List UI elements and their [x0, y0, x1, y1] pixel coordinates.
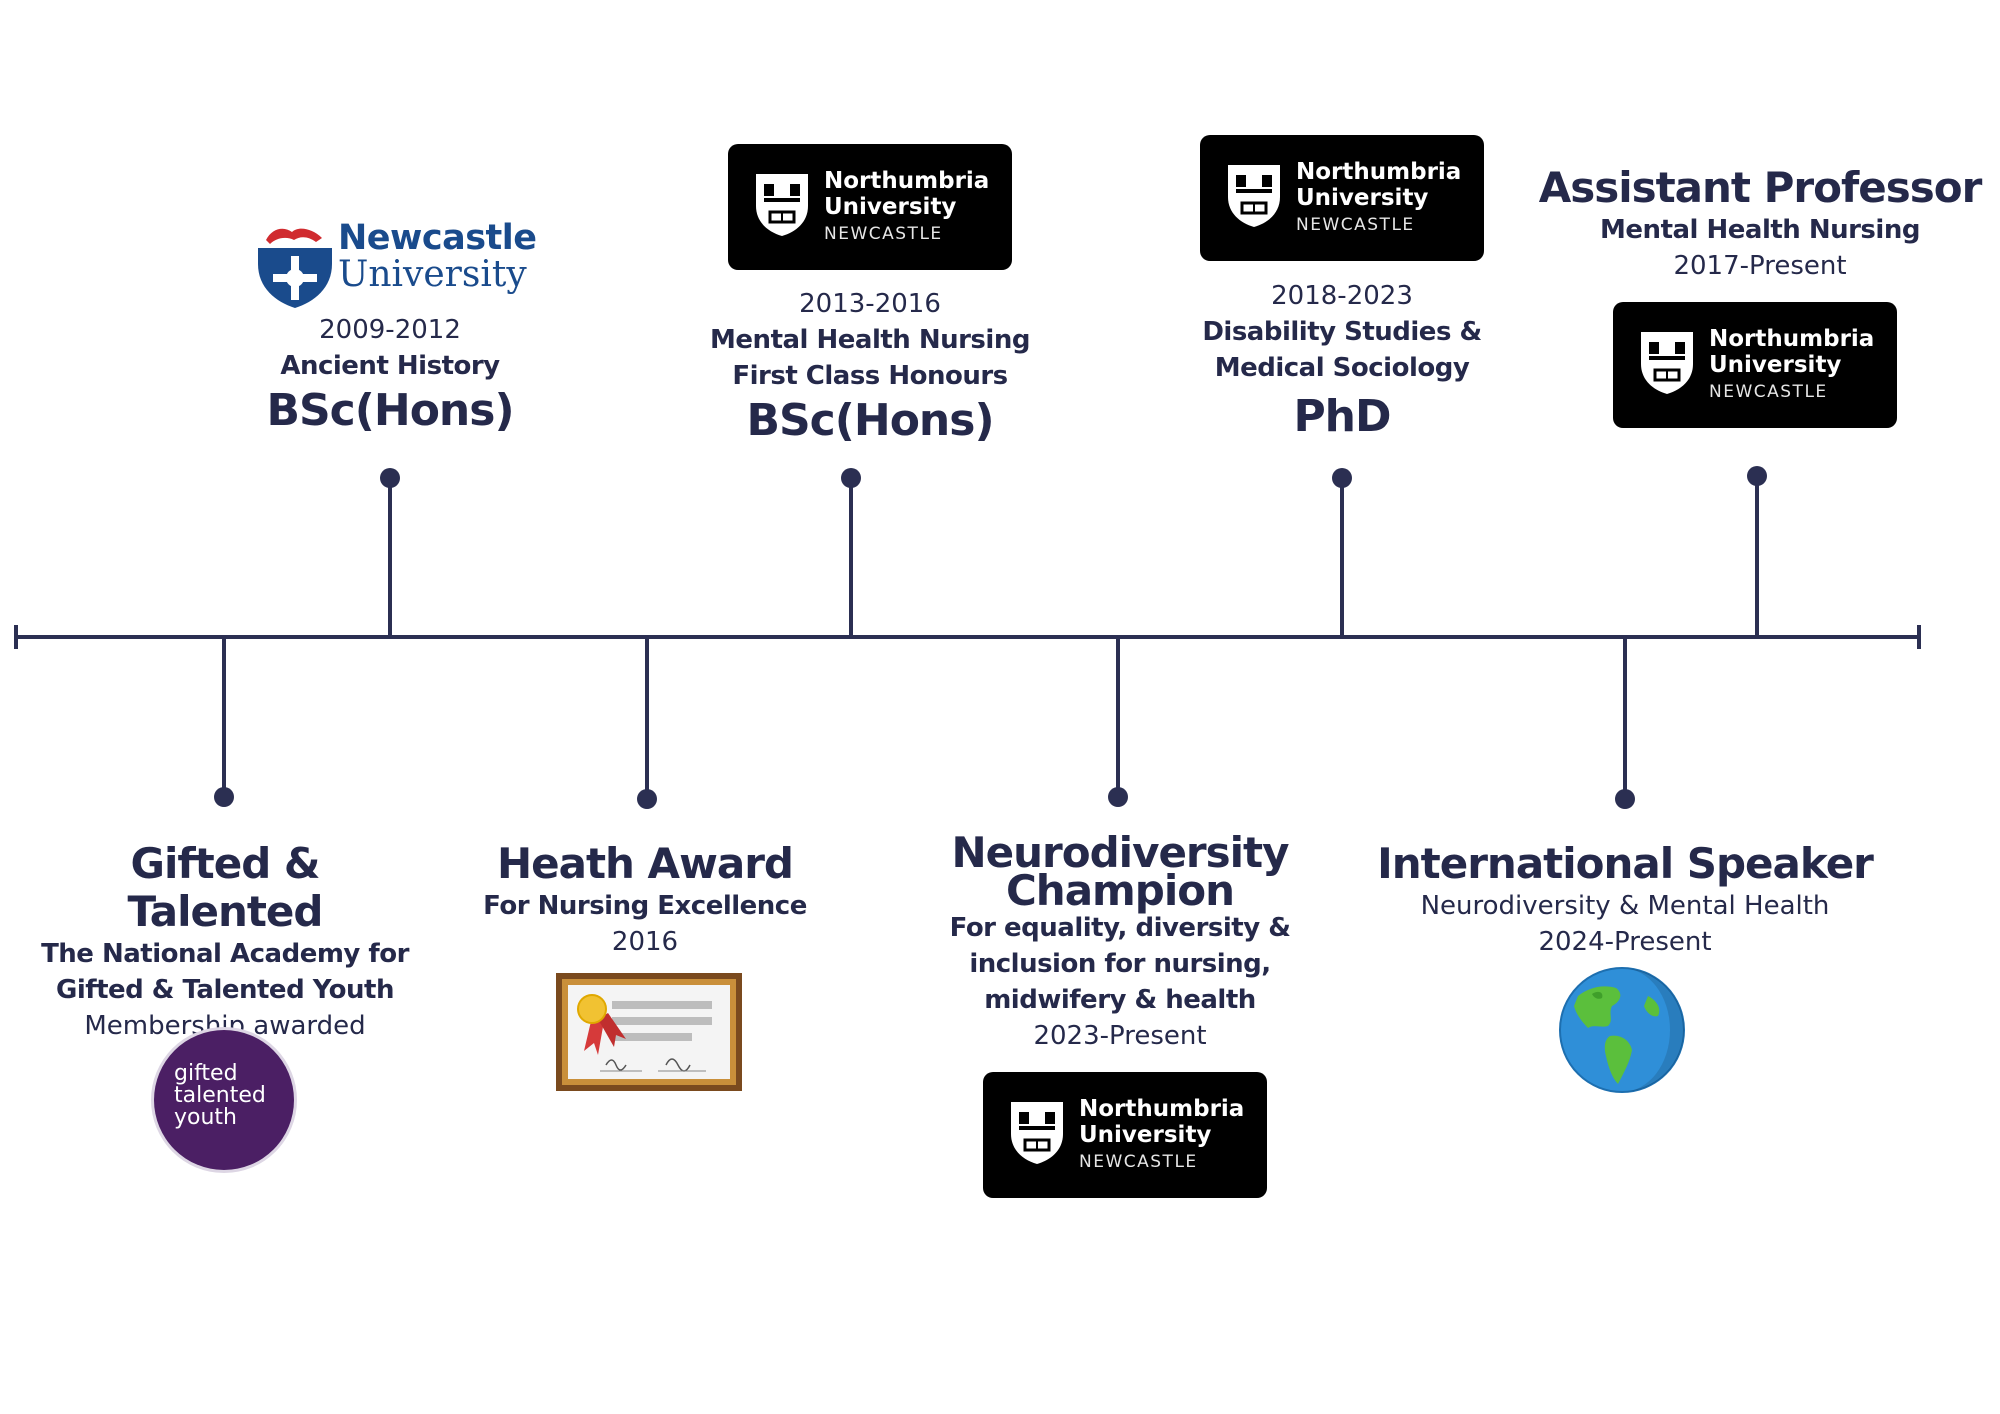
- event-assistant-professor: Assistant Professor Mental Health Nursin…: [1535, 164, 1985, 284]
- event-international-speaker: International Speaker Neurodiversity & M…: [1375, 840, 1875, 960]
- event-title-1: Neurodiversity: [951, 828, 1290, 877]
- stem-bottom-1: [222, 637, 226, 797]
- event-years: 2017-Present: [1673, 251, 1847, 281]
- event-line-1: For equality, diversity &: [949, 913, 1291, 943]
- event-title-2: Champion: [1005, 866, 1235, 915]
- stem-top-2: [849, 478, 853, 636]
- event-title: Heath Award: [496, 839, 794, 888]
- timeline-axis: [15, 635, 1920, 639]
- northumbria-wordmark-line1: Northumbria: [1296, 159, 1462, 185]
- northumbria-wordmark-city: NEWCASTLE: [1079, 1152, 1198, 1172]
- event-title: Gifted & Talented: [127, 839, 324, 936]
- event-line-3: midwifery & health: [984, 985, 1256, 1015]
- event-line-2: Gifted & Talented Youth: [56, 975, 394, 1005]
- newcastle-wordmark-line2: University: [338, 254, 527, 295]
- stem-top-3: [1340, 478, 1344, 636]
- event-subject-2: Medical Sociology: [1214, 353, 1470, 383]
- northumbria-wordmark-city: NEWCASTLE: [1709, 382, 1828, 402]
- northumbria-wordmark-line2: University: [1296, 185, 1429, 211]
- event-year: 2016: [611, 927, 679, 957]
- timeline-start-cap: [14, 625, 18, 649]
- event-line-1: Neurodiversity & Mental Health: [1420, 891, 1830, 921]
- event-title: International Speaker: [1377, 839, 1874, 888]
- event-ancient-history: 2009-2012 Ancient History BSc(Hons): [240, 312, 540, 436]
- globe-icon: [1559, 967, 1685, 1093]
- newcastle-crest-icon: [258, 220, 332, 308]
- stem-bottom-3: [1116, 637, 1120, 797]
- northumbria-shield-icon: [1011, 1102, 1063, 1164]
- event-line-1: For Nursing Excellence: [483, 891, 807, 921]
- event-years: 2013-2016: [799, 289, 941, 319]
- northumbria-logo-1: Northumbria University NEWCASTLE: [728, 144, 1012, 270]
- event-line-1: The National Academy for: [41, 939, 409, 969]
- marker-top-4: [1747, 466, 1767, 486]
- event-years: 2024-Present: [1538, 927, 1712, 957]
- event-years: 2023-Present: [1033, 1021, 1207, 1051]
- event-subject: Mental Health Nursing: [1600, 215, 1920, 245]
- event-degree: PhD: [1293, 391, 1391, 442]
- northumbria-wordmark-line2: University: [1709, 352, 1842, 378]
- northumbria-shield-icon: [756, 174, 808, 236]
- northumbria-logo-3: Northumbria University NEWCASTLE: [1613, 302, 1897, 428]
- marker-top-3: [1332, 468, 1352, 488]
- event-years: 2018-2023: [1271, 281, 1413, 311]
- gifted-logo-line1: gifted: [174, 1061, 238, 1086]
- northumbria-wordmark-line1: Northumbria: [824, 168, 990, 194]
- marker-top-2: [841, 468, 861, 488]
- marker-bottom-4: [1615, 789, 1635, 809]
- event-neurodiversity-champion: Neurodiversity Champion For equality, di…: [920, 828, 1320, 1054]
- event-heath-award: Heath Award For Nursing Excellence 2016: [460, 840, 830, 960]
- event-subject-2: First Class Honours: [732, 361, 1008, 391]
- northumbria-shield-icon: [1641, 332, 1693, 394]
- newcastle-wordmark-line1: Newcastle: [338, 218, 537, 258]
- gifted-logo-line3: youth: [174, 1105, 237, 1130]
- marker-top-1: [380, 468, 400, 488]
- event-title: Assistant Professor: [1538, 163, 1983, 212]
- event-subject-1: Disability Studies &: [1202, 317, 1482, 347]
- marker-bottom-1: [214, 787, 234, 807]
- gifted-logo-line2: talented: [174, 1083, 266, 1108]
- event-degree: BSc(Hons): [266, 385, 514, 436]
- stem-top-1: [388, 478, 392, 636]
- northumbria-wordmark-city: NEWCASTLE: [1296, 215, 1415, 235]
- certificate-icon: [556, 973, 742, 1091]
- timeline-end-cap: [1917, 625, 1921, 649]
- stem-bottom-2: [645, 637, 649, 799]
- northumbria-wordmark-line2: University: [824, 194, 957, 220]
- stem-bottom-4: [1623, 637, 1627, 799]
- gifted-talented-youth-logo: gifted talented youth: [154, 1030, 294, 1170]
- northumbria-logo-2: Northumbria University NEWCASTLE: [1200, 135, 1484, 261]
- northumbria-logo-4: Northumbria University NEWCASTLE: [983, 1072, 1267, 1198]
- stem-top-4: [1755, 476, 1759, 636]
- event-line-2: inclusion for nursing,: [969, 949, 1271, 979]
- northumbria-shield-icon: [1228, 165, 1280, 227]
- northumbria-wordmark-line1: Northumbria: [1709, 326, 1875, 352]
- event-mental-health-bsc: 2013-2016 Mental Health Nursing First Cl…: [690, 286, 1050, 446]
- event-subject: Ancient History: [280, 351, 500, 381]
- marker-bottom-3: [1108, 787, 1128, 807]
- northumbria-wordmark-line2: University: [1079, 1122, 1212, 1148]
- newcastle-university-logo: Newcastle University: [256, 218, 537, 310]
- event-subject-1: Mental Health Nursing: [710, 325, 1030, 355]
- marker-bottom-2: [637, 789, 657, 809]
- event-phd: 2018-2023 Disability Studies & Medical S…: [1162, 278, 1522, 442]
- northumbria-wordmark-city: NEWCASTLE: [824, 224, 943, 244]
- event-years: 2009-2012: [319, 315, 461, 345]
- northumbria-wordmark-line1: Northumbria: [1079, 1096, 1245, 1122]
- event-degree: BSc(Hons): [746, 395, 994, 446]
